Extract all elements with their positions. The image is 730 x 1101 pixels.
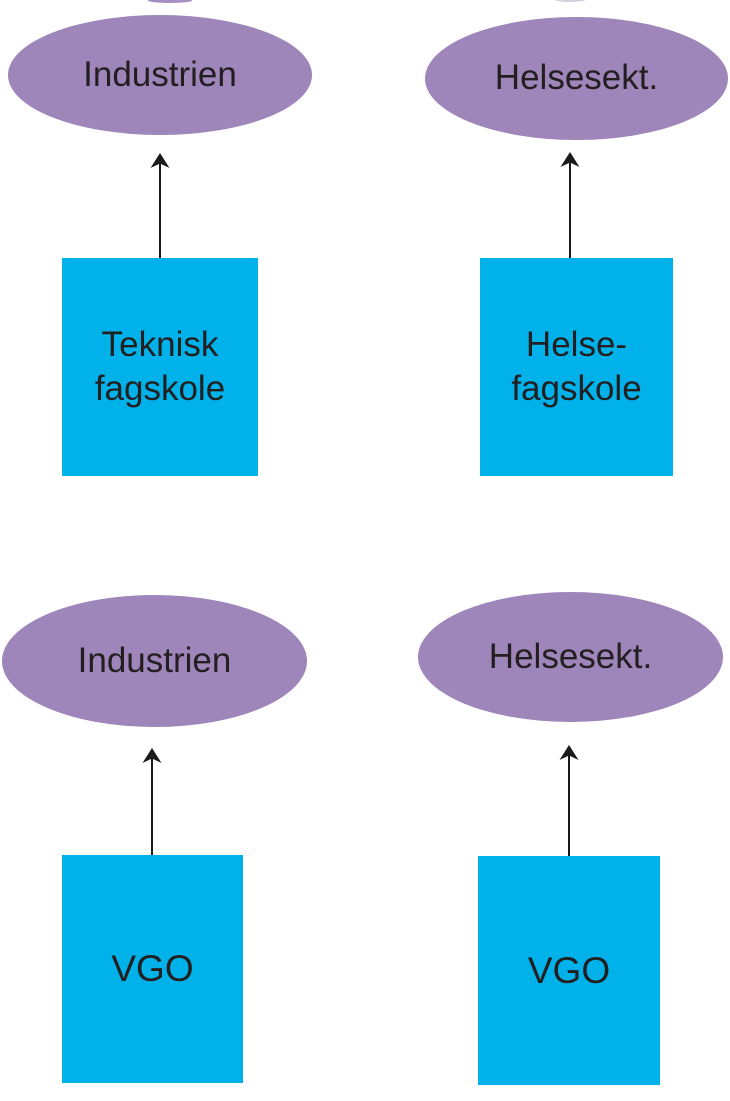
ellipse-helsesekt-bottom-label: Helsesekt. — [488, 636, 653, 676]
ellipse-industrien-top-label: Industrien — [83, 54, 237, 94]
rect-helse-fagskole: Helse- fagskole — [480, 258, 673, 476]
cropped-ellipse-artifact-right — [555, 0, 585, 2]
arrow-vgo-to-helsesekt — [559, 745, 579, 856]
arrow-helsefagskole-to-helsesekt — [560, 152, 580, 258]
rect-vgo-right: VGO — [478, 856, 660, 1085]
rect-vgo-right-label: VGO — [527, 949, 611, 991]
ellipse-industrien-bottom-label: Industrien — [77, 640, 232, 680]
rect-teknisk-fagskole-line1: Teknisk — [101, 325, 219, 364]
rect-vgo-left-label: VGO — [111, 948, 194, 989]
ellipse-industrien-top: Industrien — [8, 15, 312, 135]
ellipse-helsesekt-top-label: Helsesekt. — [494, 58, 659, 98]
rect-teknisk-fagskole: Teknisk fagskole — [62, 258, 258, 476]
cropped-ellipse-artifact-left — [148, 0, 192, 3]
rect-helse-fagskole-line1: Helse- — [525, 325, 628, 364]
rect-vgo-left: VGO — [62, 855, 243, 1083]
rect-helse-fagskole-line2: fagskole — [511, 369, 642, 408]
ellipse-helsesekt-bottom: Helsesekt. — [418, 592, 723, 722]
ellipse-industrien-bottom: Industrien — [2, 595, 307, 727]
rect-teknisk-fagskole-line2: fagskole — [94, 369, 226, 408]
arrow-teknisk-to-industrien — [150, 153, 170, 258]
arrow-vgo-to-industrien — [142, 748, 162, 855]
ellipse-helsesekt-top: Helsesekt. — [425, 17, 728, 140]
